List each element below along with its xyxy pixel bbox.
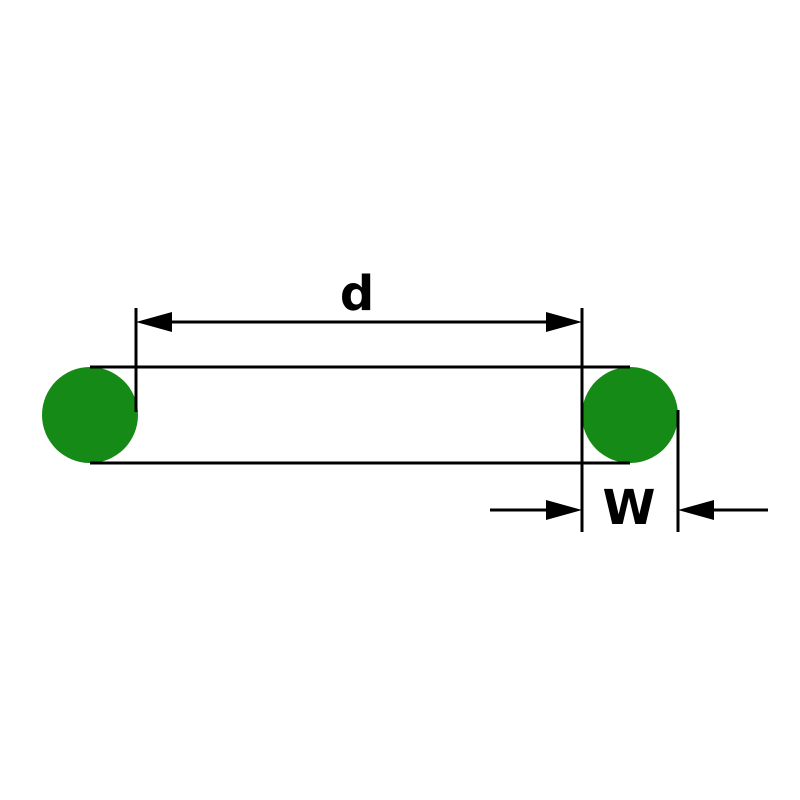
arrowhead-right-icon — [546, 312, 582, 332]
arrowhead-width-right-icon — [678, 500, 714, 520]
arrowhead-width-left-icon — [546, 500, 582, 520]
oring-cross-section-right — [582, 367, 678, 463]
cross-section-width-label: W — [603, 480, 656, 536]
oring-cross-section-left — [42, 367, 138, 463]
arrowhead-left-icon — [136, 312, 172, 332]
inner-diameter-label: d — [340, 266, 374, 322]
